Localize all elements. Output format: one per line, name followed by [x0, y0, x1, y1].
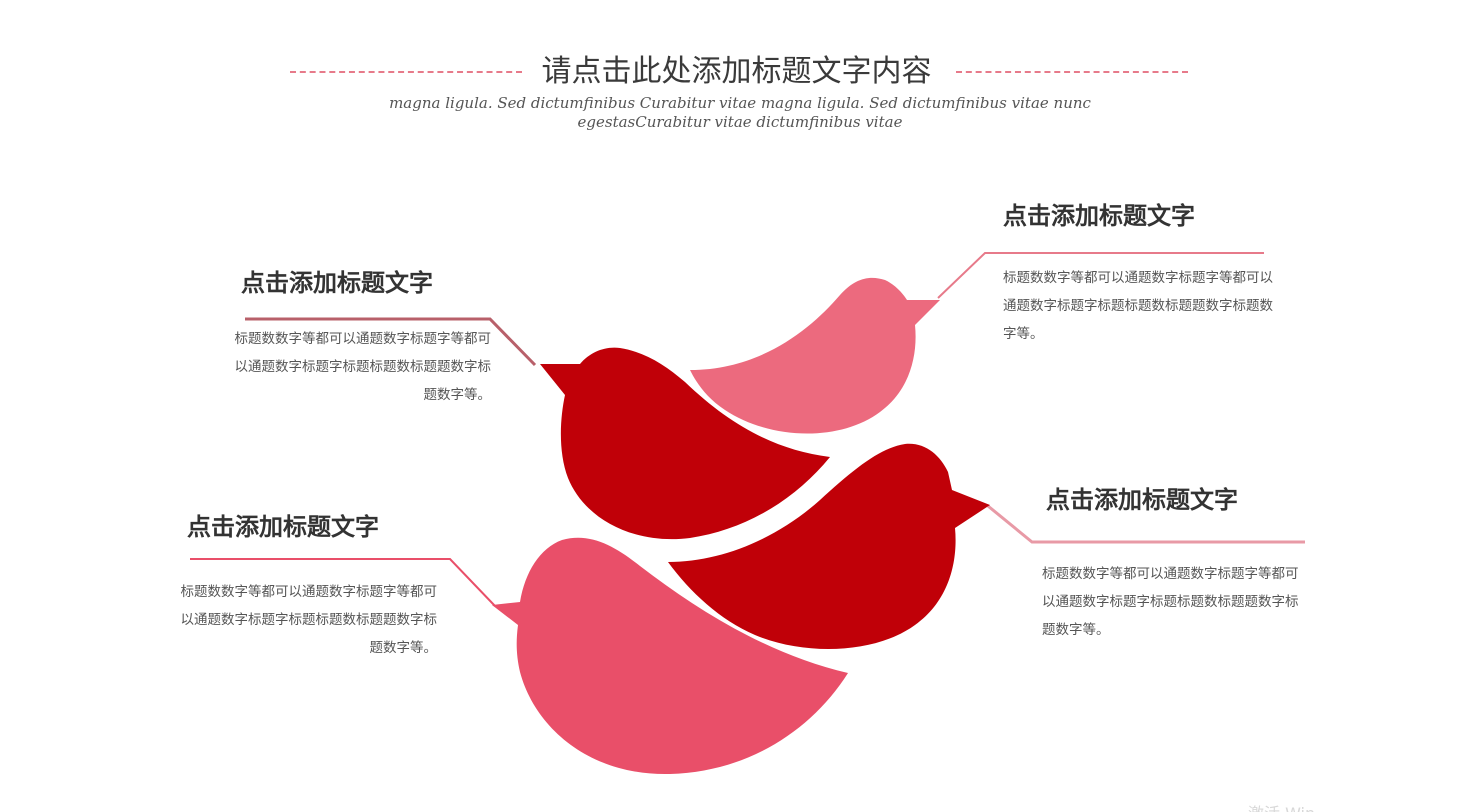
connector-bottom-right [987, 504, 1305, 544]
page-title[interactable]: 请点击此处添加标题文字内容 [541, 54, 932, 89]
connector-bottom-left [190, 558, 496, 607]
connector-top-right [937, 252, 1264, 299]
activation-watermark: 激活 Win [1248, 800, 1315, 812]
block-body-bottom-left[interactable]: 标题数数字等都可以通题数字标题字等都可以通题数字标题字标题标题数标题题数字标题数… [180, 584, 438, 656]
bird-dark-upper[interactable] [540, 347, 830, 540]
block-body-bottom-right[interactable]: 标题数数字等都可以通题数字标题字等都可以通题数字标题字标题标题数标题题数字标题数… [1042, 566, 1299, 638]
block-title-bottom-left[interactable]: 点击添加标题文字 [187, 513, 379, 541]
connector-top-left [245, 317, 537, 367]
title-dash-right [956, 71, 1188, 73]
block-body-top-left[interactable]: 标题数数字等都可以通题数字标题字等都可以通题数字标题字标题标题数标题题数字标题数… [234, 331, 492, 403]
block-title-bottom-right[interactable]: 点击添加标题文字 [1046, 486, 1238, 514]
page-subtitle[interactable]: magna ligula. Sed dictumfinibus Curabitu… [389, 94, 1091, 131]
block-title-top-left[interactable]: 点击添加标题文字 [241, 269, 433, 297]
block-body-top-right[interactable]: 标题数数字等都可以通题数字标题字等都可以通题数字标题字标题标题数标题题数字标题数… [1003, 270, 1273, 342]
bird-dark-lower[interactable] [668, 443, 990, 650]
bird-light-top[interactable] [690, 277, 940, 434]
block-title-top-right[interactable]: 点击添加标题文字 [1003, 202, 1195, 230]
bird-pink-bottom[interactable] [492, 537, 848, 775]
title-dash-left [290, 71, 522, 73]
